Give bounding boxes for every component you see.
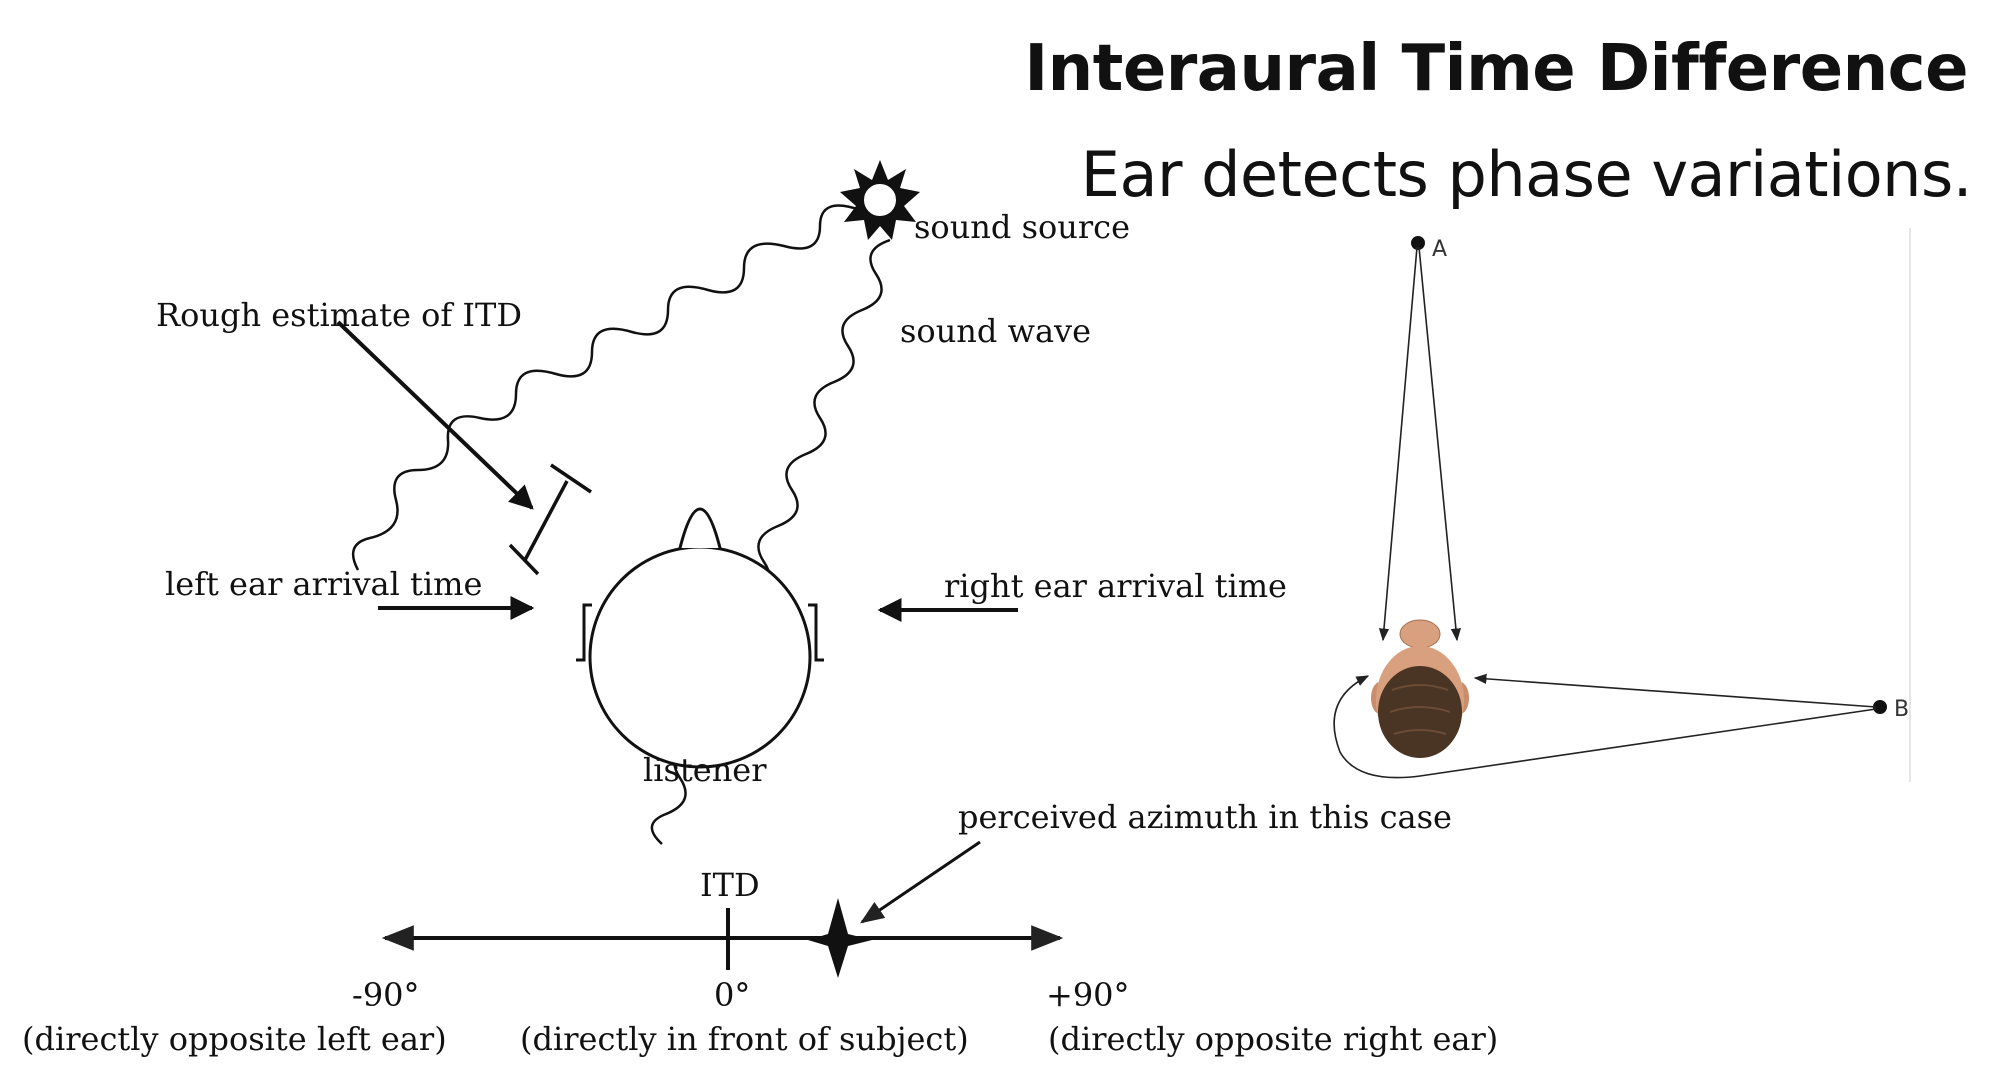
slide-title: Interaural Time Difference xyxy=(1024,32,1968,106)
axis-left-value: -90° xyxy=(352,976,420,1014)
perceived-azimuth-label: perceived azimuth in this case xyxy=(958,798,1452,836)
ray-b-around xyxy=(1333,675,1877,779)
listener-label: listener xyxy=(643,751,767,789)
left-ear xyxy=(576,603,592,662)
itd-diagram: sound source sound wave listener left ea… xyxy=(22,160,1498,1058)
listener-head xyxy=(588,545,812,769)
axis-right-value: +90° xyxy=(1046,976,1130,1014)
point-a-label: A xyxy=(1432,237,1447,262)
axis-right-desc: (directly opposite right ear) xyxy=(1048,1020,1498,1058)
perceived-azimuth-marker xyxy=(808,898,872,978)
sound-wave-label: sound wave xyxy=(900,312,1091,350)
ray-a-left xyxy=(1378,246,1418,642)
axis-left-desc: (directly opposite left ear) xyxy=(22,1020,447,1058)
sound-wave-left xyxy=(351,204,861,571)
sound-source-label: sound source xyxy=(914,208,1130,246)
ray-a-right xyxy=(1418,246,1461,642)
right-ear-label: right ear arrival time xyxy=(944,567,1287,605)
rough-estimate-arrow xyxy=(336,320,534,510)
axis-center-desc: (directly in front of subject) xyxy=(520,1020,969,1058)
head-top-view-icon xyxy=(1371,619,1469,758)
point-b-label: B xyxy=(1894,697,1909,722)
itd-axis-label: ITD xyxy=(700,866,760,904)
axis-center-value: 0° xyxy=(714,976,750,1014)
ray-b-upper xyxy=(1473,673,1877,708)
source-diagram: A B xyxy=(1333,228,1911,782)
point-a xyxy=(1411,236,1425,250)
left-ear-label: left ear arrival time xyxy=(165,565,482,603)
right-ear xyxy=(808,603,824,662)
rough-estimate-label: Rough estimate of ITD xyxy=(156,296,522,334)
sound-source-icon xyxy=(840,160,920,240)
listener-nose xyxy=(678,507,722,549)
perceived-azimuth-arrow xyxy=(860,840,981,924)
slide-subtitle: Ear detects phase variations. xyxy=(1080,138,1973,211)
point-b xyxy=(1873,700,1887,714)
itd-interval-bracket xyxy=(508,463,592,576)
